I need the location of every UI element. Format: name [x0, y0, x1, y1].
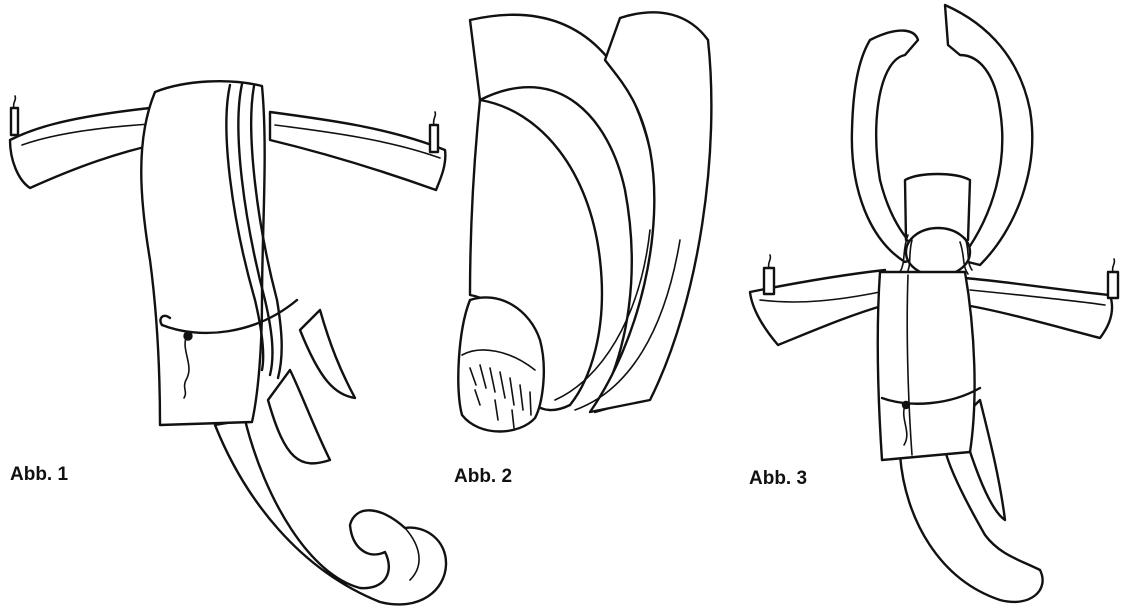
fig3-right-candle	[1108, 272, 1118, 298]
fig3-head	[906, 228, 970, 276]
figure-2-caption: Abb. 2	[454, 466, 512, 488]
fig3-right-flame	[1113, 259, 1115, 272]
fig3-right-arm	[965, 278, 1112, 338]
figure-3-caption: Abb. 3	[749, 468, 807, 490]
figure-1-caption: Abb. 1	[10, 464, 68, 486]
fig3-lower-tail	[900, 450, 1043, 602]
fig3-left-flame	[769, 255, 771, 268]
fig3-left-candle	[764, 268, 774, 294]
fig3-body	[878, 272, 975, 460]
fig3-belt-knot	[903, 402, 909, 408]
